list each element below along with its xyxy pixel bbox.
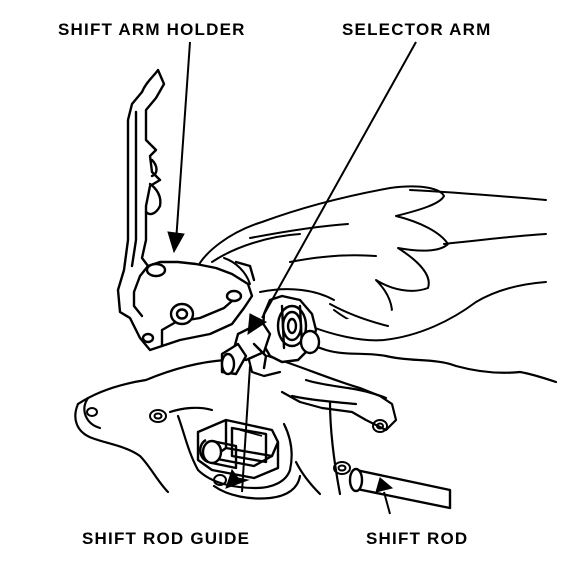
arrowheads bbox=[167, 231, 394, 493]
shift-rod-part bbox=[348, 467, 452, 510]
shift-rod-guide-part bbox=[196, 418, 280, 480]
label-selector-arm: SELECTOR ARM bbox=[342, 20, 492, 39]
leader-lines bbox=[175, 41, 417, 515]
shift-arm-holder-part bbox=[116, 68, 256, 352]
label-shift-arm-holder: SHIFT ARM HOLDER bbox=[58, 20, 246, 39]
housing-bolts bbox=[86, 407, 388, 486]
label-shift-rod-guide: SHIFT ROD GUIDE bbox=[82, 529, 251, 548]
label-shift-rod: SHIFT ROD bbox=[366, 529, 469, 548]
selector-arm-part bbox=[220, 294, 321, 376]
transmission-housing bbox=[74, 339, 558, 500]
hands bbox=[191, 185, 547, 342]
